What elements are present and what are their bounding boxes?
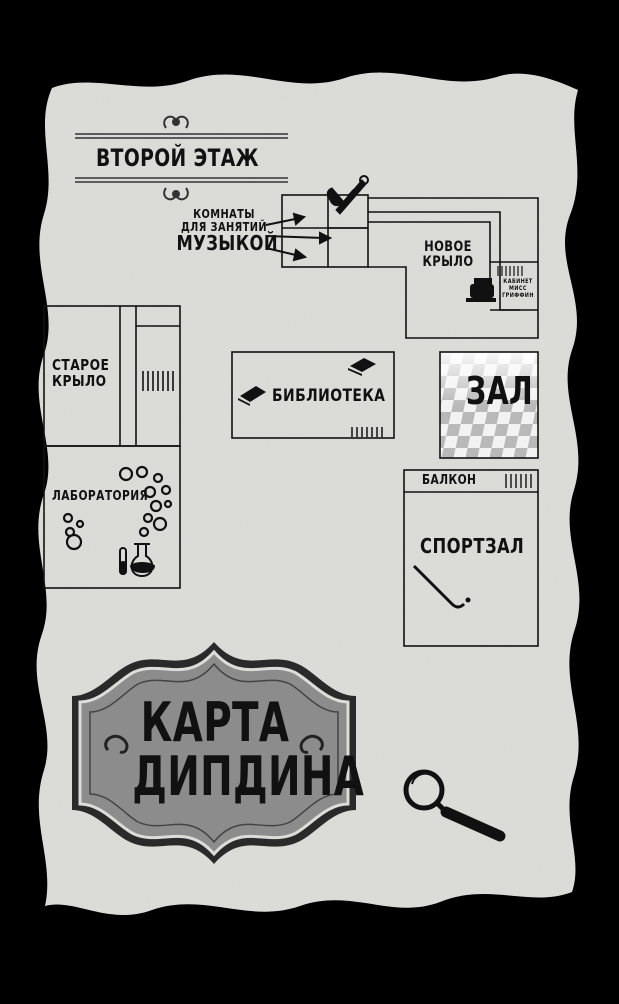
office-label: КАБИНЕТ МИСС ГРИФФИН: [500, 278, 536, 300]
gym-room: [403, 469, 539, 647]
floor-label-frame: [75, 133, 288, 183]
map-title-line-2: ДИПДИНА: [132, 745, 365, 808]
office-line-2: МИСС: [509, 285, 527, 293]
corridor: [368, 197, 539, 339]
hall-room: [439, 351, 539, 459]
hockey-stick-icon: [412, 564, 471, 609]
test-tube-icon: [119, 547, 127, 575]
map-title-line-1: КАРТА: [140, 691, 290, 754]
typewriter-icon: [466, 278, 496, 302]
music-rooms: [281, 194, 369, 268]
old-wing-line-2: КРЫЛО: [52, 371, 107, 390]
title-plaque: [72, 642, 356, 864]
office-line-3: ГРИФФИН: [502, 292, 534, 300]
library-ticks: [351, 427, 383, 437]
new-wing-line-2: КРЫЛО: [422, 253, 474, 270]
lab-label: ЛАБОРАТОРИЯ: [52, 489, 149, 504]
music-line-1: КОМНАТЫ: [193, 207, 255, 221]
magnifying-glass-icon: [403, 769, 506, 842]
office-ticks: [497, 266, 523, 276]
ornament-icon: [163, 115, 189, 201]
bubbles-icon: [62, 465, 173, 551]
lab-room: [43, 445, 181, 589]
floor-label: ВТОРОЙ ЭТАЖ: [96, 144, 259, 172]
new-wing-label: НОВОЕ КРЫЛО: [414, 240, 483, 269]
book-icon: [238, 358, 376, 406]
gym-label: СПОРТЗАЛ: [420, 534, 525, 558]
map-title: КАРТА ДИПДИНА: [132, 691, 365, 808]
balcony-ticks: [505, 474, 532, 488]
old-wing-label: СТАРОЕ КРЫЛО: [52, 356, 110, 390]
music-line-3: МУЗЫКОЙ: [176, 231, 278, 256]
music-line-2: ДЛЯ ЗАНЯТИЙ: [180, 219, 268, 234]
office-line-1: КАБИНЕТ: [503, 278, 533, 285]
old-wing-line-1: СТАРОЕ: [52, 356, 110, 374]
balcony-label: БАЛКОН: [422, 473, 477, 488]
trumpet-icon: [326, 175, 369, 215]
flask-icon: [129, 543, 156, 578]
old-wing-ticks: [142, 371, 174, 391]
library-label: БИБЛИОТЕКА: [272, 386, 386, 406]
library-room: [231, 351, 395, 439]
new-wing-line-1: НОВОЕ: [424, 239, 472, 255]
hall-label: ЗАЛ: [466, 369, 534, 413]
music-arrows: [265, 212, 333, 262]
music-rooms-label: КОМНАТЫ ДЛЯ ЗАНЯТИЙ МУЗЫКОЙ: [176, 207, 278, 256]
